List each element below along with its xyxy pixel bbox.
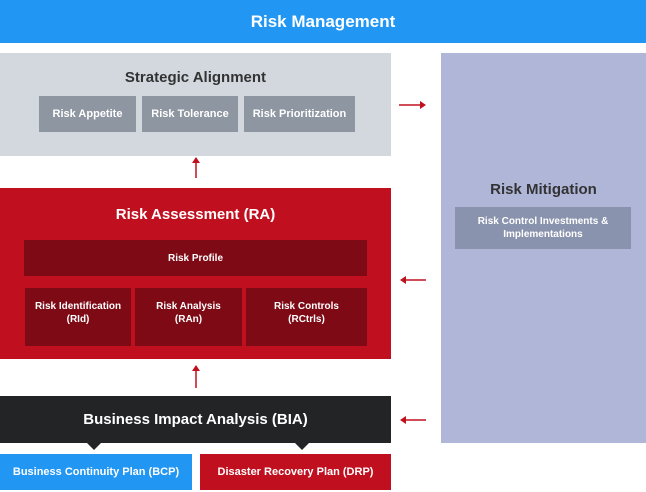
risk-controls-box: Risk Controls (RCtrls) [246,288,367,346]
risk-profile-box: Risk Profile [24,240,367,276]
risk-assessment-panel: Risk Assessment (RA) Risk Profile Risk I… [0,188,391,359]
strategic-alignment-title: Strategic Alignment [124,69,267,86]
header-bar: Risk Management [0,0,646,43]
bia-pointer-icon [87,443,101,450]
drp-box: Disaster Recovery Plan (DRP) [200,454,391,490]
risk-control-investments-label: Risk Control Investments & Implementatio… [477,216,609,240]
risk-mitigation-title: Risk Mitigation [490,181,597,198]
risk-analysis-box: Risk Analysis (RAn) [135,288,242,346]
risk-identification-label: Risk Identification [34,301,122,312]
bia-pointer-icon [295,443,309,450]
drp-label: Disaster Recovery Plan (DRP) [217,466,374,478]
bcp-label: Business Continuity Plan (BCP) [12,466,180,478]
left-arrow-icon [400,416,426,424]
risk-identification-abbr: (RId) [66,314,90,325]
risk-control-investments-box: Risk Control Investments & Implementatio… [455,207,631,249]
up-arrow-icon [192,157,200,178]
risk-prioritization-box: Risk Prioritization [244,96,355,132]
risk-controls-label: Risk Controls [273,301,339,312]
up-arrow-icon [192,365,200,388]
left-arrow-icon [400,276,426,284]
risk-assessment-title: Risk Assessment (RA) [115,206,276,223]
bia-title: Business Impact Analysis (BIA) [83,411,308,428]
bcp-box: Business Continuity Plan (BCP) [0,454,192,490]
risk-analysis-abbr: (RAn) [174,314,203,325]
risk-controls-abbr: (RCtrls) [288,314,325,325]
risk-tolerance-box: Risk Tolerance [142,96,238,132]
risk-identification-box: Risk Identification (RId) [25,288,131,346]
bia-panel: Business Impact Analysis (BIA) [0,396,391,443]
page-title: Risk Management [250,11,396,31]
right-arrow-icon [399,101,426,109]
strategic-alignment-panel: Strategic Alignment Risk Appetite Risk T… [0,53,391,156]
risk-appetite-box: Risk Appetite [39,96,136,132]
risk-mitigation-panel: Risk Mitigation Risk Control Investments… [441,53,646,443]
risk-analysis-label: Risk Analysis [156,301,221,312]
